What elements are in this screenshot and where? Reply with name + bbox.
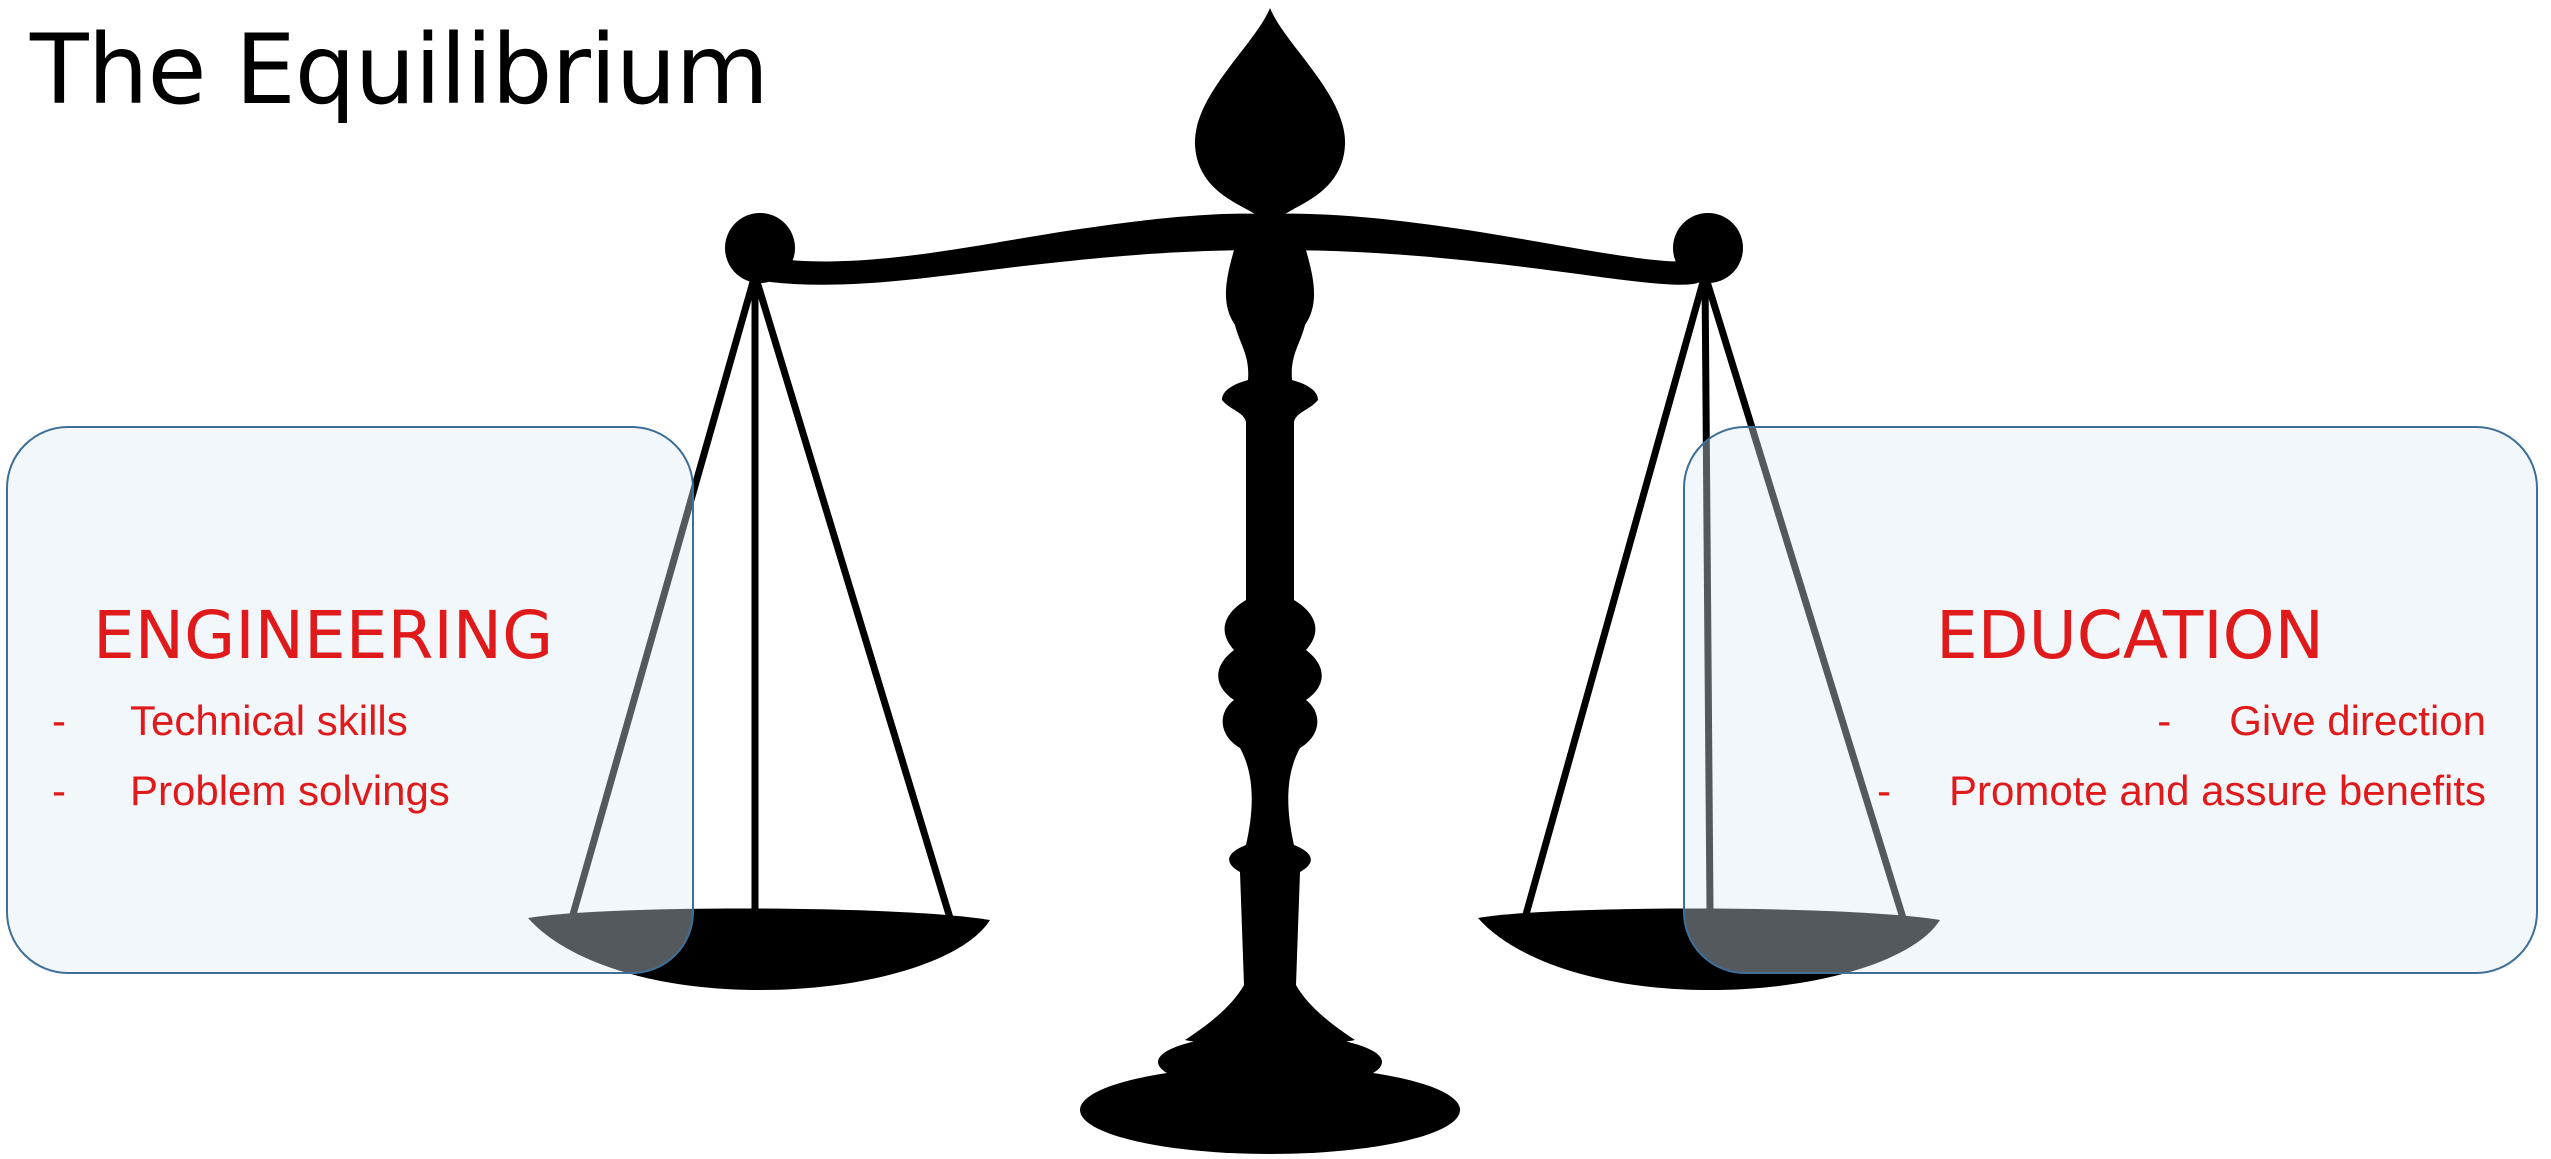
list-marker: - bbox=[52, 697, 66, 744]
scale-base bbox=[1080, 1066, 1460, 1154]
list-item-text: Promote and assure benefits bbox=[1949, 767, 2486, 814]
list-item: - Promote and assure benefits bbox=[1877, 756, 2486, 826]
list-item-text: Problem solvings bbox=[130, 767, 450, 814]
education-heading: EDUCATION bbox=[1935, 597, 2324, 674]
list-item: - Give direction bbox=[1877, 686, 2486, 756]
scale-knob-left bbox=[725, 213, 795, 283]
engineering-panel bbox=[6, 426, 694, 974]
scale-column bbox=[1185, 230, 1355, 1046]
list-item-text: Give direction bbox=[2229, 697, 2486, 744]
education-list: - Give direction - Promote and assure bene… bbox=[1877, 686, 2486, 826]
engineering-heading: ENGINEERING bbox=[93, 597, 554, 674]
list-marker: - bbox=[52, 767, 66, 814]
list-marker: - bbox=[2157, 697, 2172, 744]
scale-finial bbox=[1194, 8, 1346, 218]
list-item: - Technical skills bbox=[52, 686, 450, 756]
list-item: - Problem solvings bbox=[52, 756, 450, 826]
engineering-list: - Technical skills - Problem solvings bbox=[52, 686, 450, 826]
scale-frame bbox=[528, 8, 1940, 1154]
scale-chains-right bbox=[1521, 273, 1907, 920]
scale-chains-left bbox=[568, 273, 954, 920]
list-item-text: Technical skills bbox=[130, 697, 408, 744]
page-title: The Equilibrium bbox=[30, 14, 769, 126]
scale-base-step bbox=[1158, 1034, 1382, 1090]
list-marker: - bbox=[1877, 767, 1892, 814]
scale-knob-right bbox=[1673, 213, 1743, 283]
education-panel bbox=[1683, 426, 2538, 974]
